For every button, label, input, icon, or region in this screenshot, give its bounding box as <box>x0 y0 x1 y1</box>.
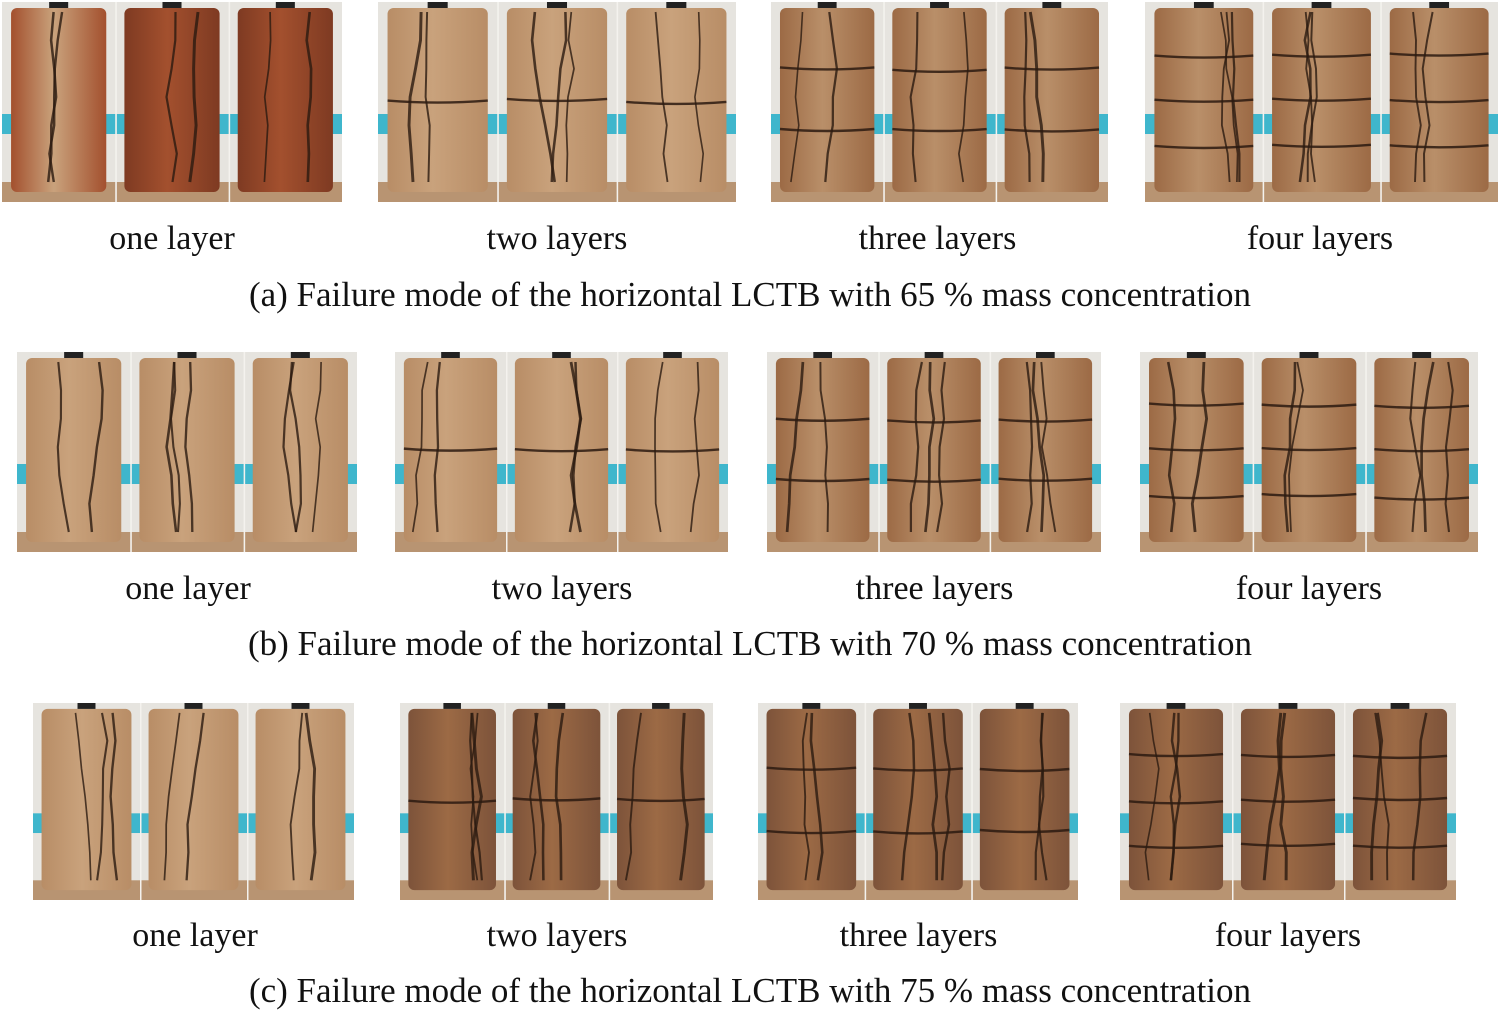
specimen-photo-drawing <box>17 352 357 552</box>
specimen-photo-drawing <box>1120 703 1456 900</box>
specimen-photo-drawing <box>33 703 354 900</box>
photo-c-four-layers <box>1120 703 1456 900</box>
specimen-photo-drawing <box>758 703 1078 900</box>
photo-b-four-layers <box>1140 352 1478 552</box>
specimen-photo-drawing <box>767 352 1101 552</box>
photo-b-one-layer <box>17 352 357 552</box>
photo-a-two-layers <box>378 2 736 202</box>
label-a-two-layers: two layers <box>486 220 628 257</box>
specimen-photo-drawing <box>2 2 342 202</box>
photo-a-four-layers <box>1145 2 1498 202</box>
caption-a: (a) Failure mode of the horizontal LCTB … <box>248 275 1252 314</box>
photo-c-three-layers <box>758 703 1078 900</box>
label-c-one-layer: one layer <box>132 917 258 954</box>
specimen-photo-drawing <box>771 2 1108 202</box>
label-a-three-layers: three layers <box>858 220 1017 257</box>
label-c-three-layers: three layers <box>839 917 998 954</box>
photo-b-two-layers <box>395 352 728 552</box>
caption-b: (b) Failure mode of the horizontal LCTB … <box>247 624 1253 663</box>
specimen-photo-drawing <box>1145 2 1498 202</box>
specimen-photo-drawing <box>400 703 713 900</box>
photo-c-two-layers <box>400 703 713 900</box>
photo-c-one-layer <box>33 703 354 900</box>
label-a-one-layer: one layer <box>109 220 235 257</box>
specimen-photo-drawing <box>378 2 736 202</box>
label-c-two-layers: two layers <box>486 917 628 954</box>
photo-a-one-layer <box>2 2 342 202</box>
specimen-photo-drawing <box>1140 352 1478 552</box>
label-c-four-layers: four layers <box>1214 917 1362 954</box>
photo-a-three-layers <box>771 2 1108 202</box>
specimen-photo-drawing <box>395 352 728 552</box>
caption-c: (c) Failure mode of the horizontal LCTB … <box>248 971 1252 1010</box>
photo-b-three-layers <box>767 352 1101 552</box>
label-b-three-layers: three layers <box>855 570 1014 607</box>
label-a-four-layers: four layers <box>1246 220 1394 257</box>
label-b-four-layers: four layers <box>1235 570 1383 607</box>
label-b-two-layers: two layers <box>491 570 633 607</box>
label-b-one-layer: one layer <box>125 570 251 607</box>
